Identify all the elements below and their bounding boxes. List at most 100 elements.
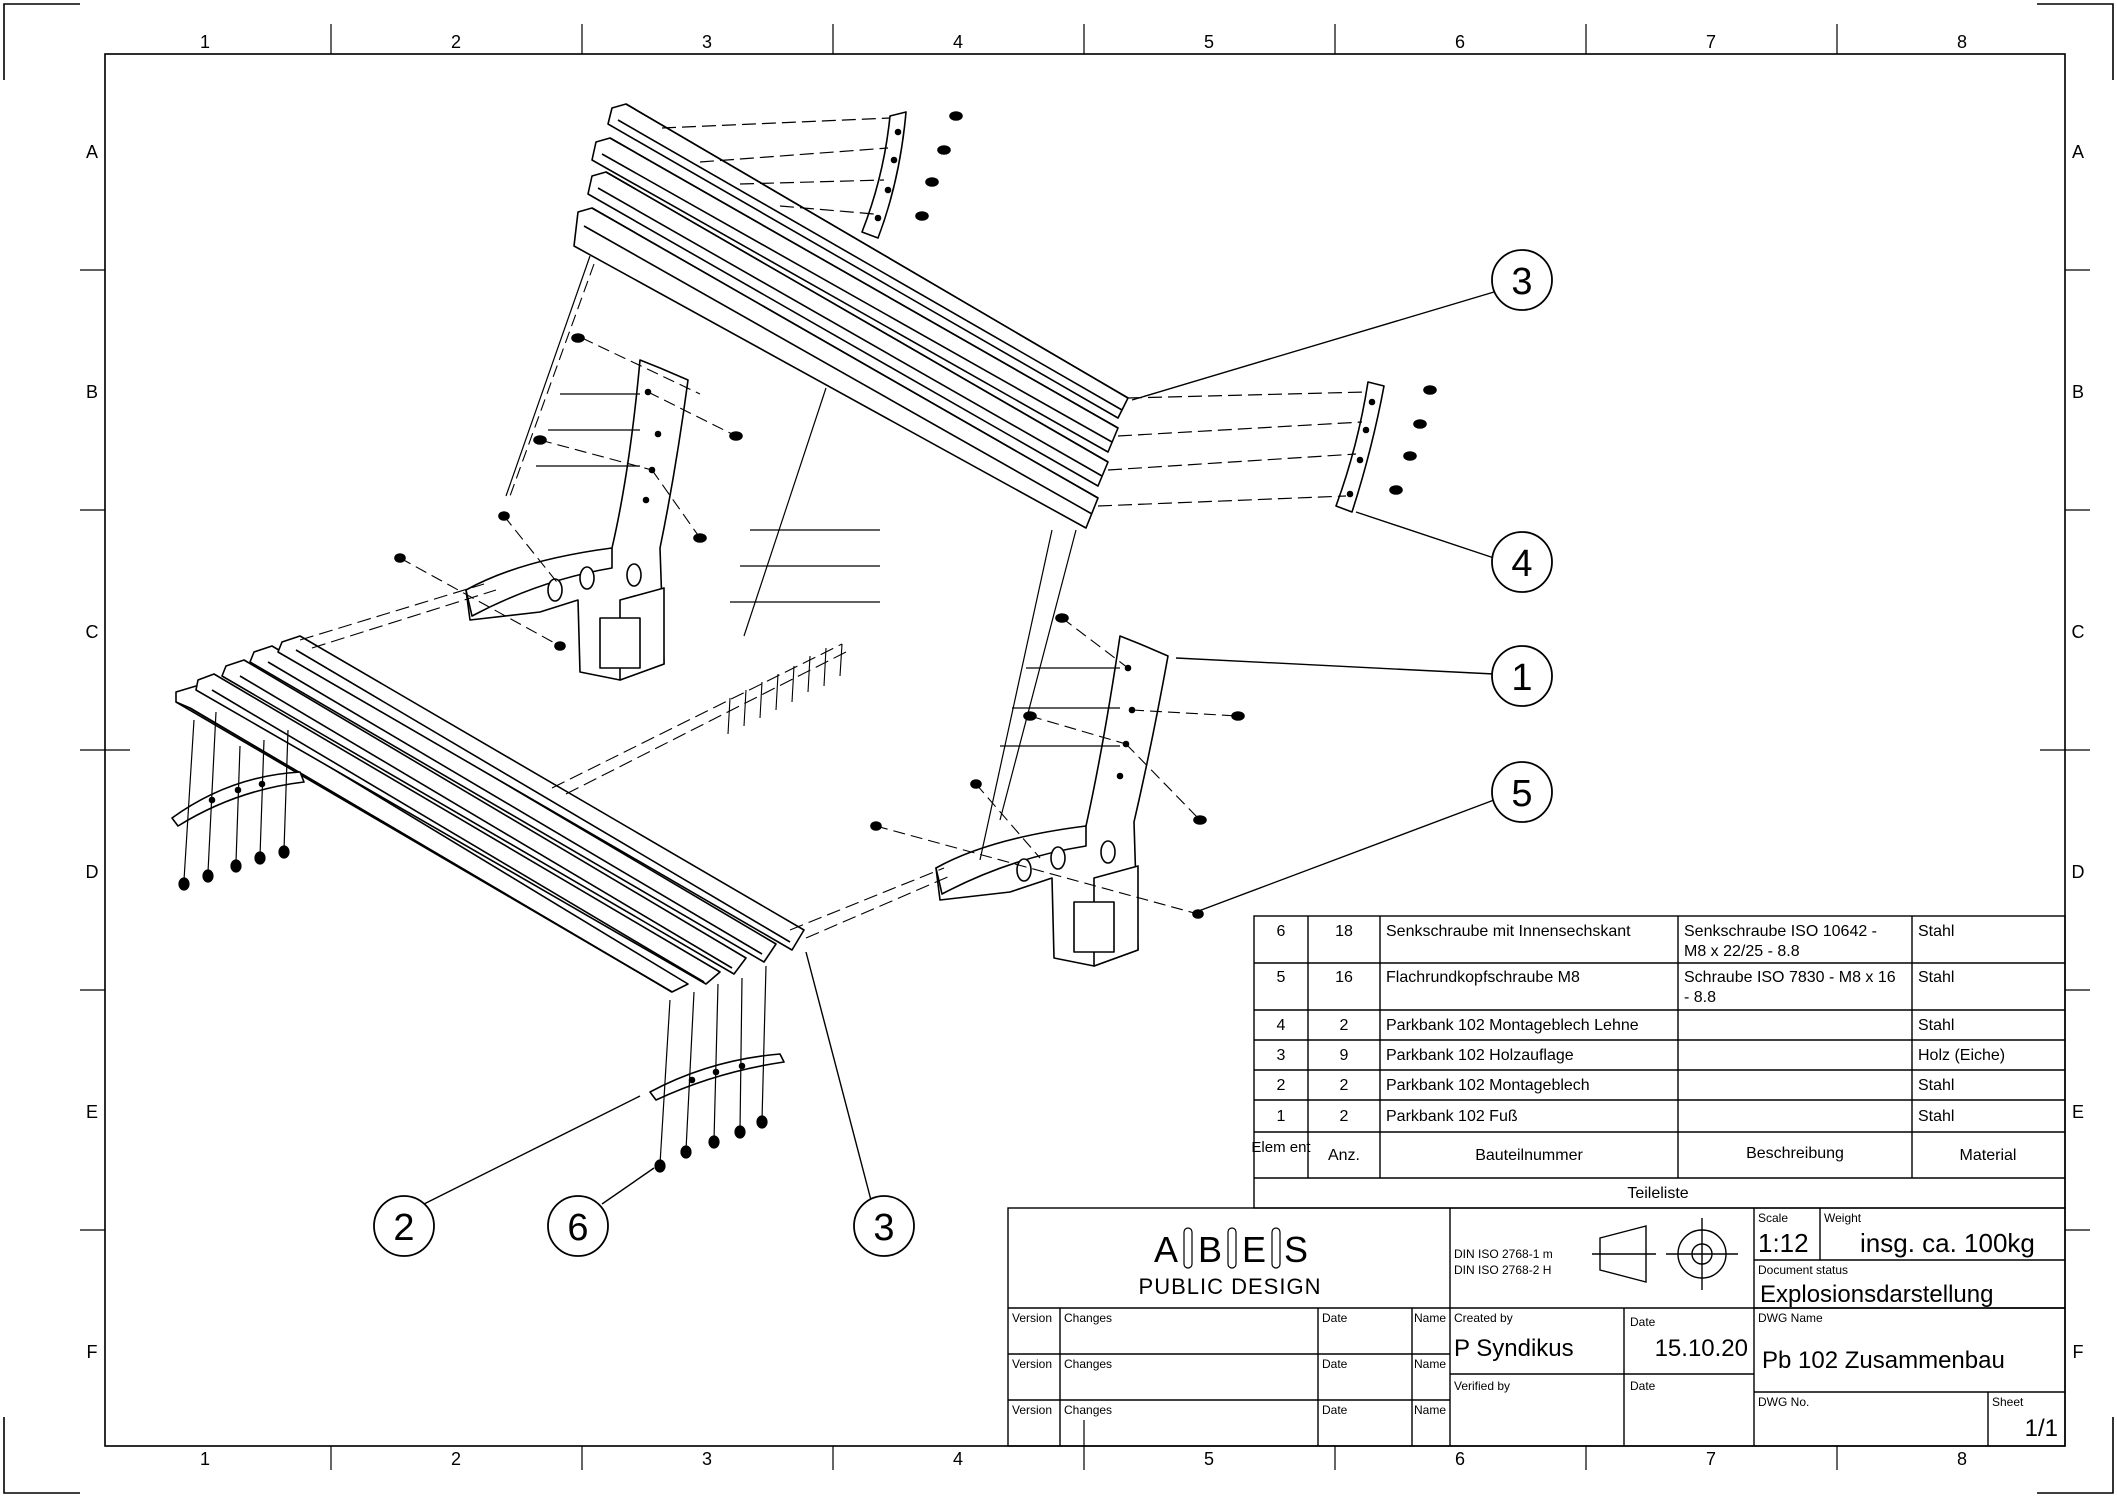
zone-col-8-top: 8 [1957,32,1967,52]
parts-row-5-material: Stahl [1918,1077,1954,1094]
parts-row-2-anz: 16 [1335,969,1353,986]
changes-label-3: Changes [1064,1403,1112,1417]
logo-subtitle: PUBLIC DESIGN [1139,1274,1322,1299]
verified-date-label: Date [1630,1379,1656,1393]
zone-col-3-bottom: 3 [702,1449,712,1469]
callout-2: 2 [373,1195,435,1257]
created-date-label: Date [1630,1315,1656,1329]
svg-text:1: 1 [1511,657,1532,699]
parts-row-6-anz: 2 [1340,1108,1349,1125]
callout-5: 5 [1491,761,1553,823]
changes-label-1: Changes [1064,1311,1112,1325]
parts-row-1-desc-line2: M8 x 22/25 - 8.8 [1684,943,1800,960]
leg-explode-lines [399,263,1239,915]
zone-row-D-right: D [2072,862,2085,882]
date-label-1: Date [1322,1311,1348,1325]
parts-row-1-anz: 18 [1335,923,1353,940]
created-by-label: Created by [1454,1311,1513,1325]
parts-row-6-part: Parkbank 102 Fuß [1386,1108,1518,1125]
date-label-3: Date [1322,1403,1348,1417]
parts-row-3-part: Parkbank 102 Montageblech Lehne [1386,1017,1639,1034]
zone-col-6-top: 6 [1455,32,1465,52]
parts-row-3-anz: 2 [1340,1017,1349,1034]
weight-label: Weight [1824,1211,1862,1225]
zone-row-A-left: A [86,142,98,162]
status-value: Explosionsdarstellung [1760,1281,1993,1308]
parts-row-6-elem: 1 [1277,1108,1286,1125]
zone-row-E-right: E [2072,1102,2084,1122]
parts-row-5-elem: 2 [1277,1077,1286,1094]
zone-row-C-right: C [2072,622,2085,642]
backrest-explode-lines [661,117,1367,507]
zone-col-2-top: 2 [451,32,461,52]
seat-slats [175,635,805,993]
svg-text:6: 6 [567,1207,588,1249]
parts-row-3-elem: 4 [1277,1017,1286,1034]
name-label-3: Name [1414,1403,1446,1417]
version-label-3: Version [1012,1403,1052,1417]
zone-col-8-bottom: 8 [1957,1449,1967,1469]
weight-value: insg. ca. 100kg [1860,1228,2035,1258]
svg-text:2: 2 [393,1207,414,1249]
dwg-no-label: DWG No. [1758,1395,1809,1409]
parts-header-part: Bauteilnummer [1475,1147,1583,1164]
svg-text:3: 3 [873,1207,894,1249]
parts-list-table: 6 18 Senkschraube mit Innensechskant Sen… [1251,915,2066,1209]
parts-row-5-part: Parkbank 102 Montageblech [1386,1077,1590,1094]
zone-labels: 1 2 3 4 5 6 7 8 1 2 3 4 5 6 7 8 A B C D … [86,32,2085,1469]
callout-6: 6 [547,1195,609,1257]
parts-row-4-part: Parkbank 102 Holzauflage [1386,1047,1574,1064]
parts-row-2-elem: 5 [1277,969,1286,986]
sheet-value: 1/1 [2025,1415,2058,1442]
name-label-2: Name [1414,1357,1446,1371]
dwg-name-label: DWG Name [1758,1311,1823,1325]
parts-row-4-material: Holz (Eiche) [1918,1047,2005,1064]
zone-col-4-bottom: 4 [953,1449,963,1469]
seat-screws [178,711,768,1173]
zone-ticks [80,24,2090,1470]
changes-label-2: Changes [1064,1357,1112,1371]
zone-col-5-bottom: 5 [1204,1449,1214,1469]
zone-row-A-right: A [2072,142,2084,162]
parts-row-6-material: Stahl [1918,1108,1954,1125]
created-date-value: 15.10.20 [1655,1335,1748,1362]
zone-row-D-left: D [86,862,99,882]
callout-leaders [423,291,1495,1205]
crop-marks [3,3,2114,1494]
svg-text:3: 3 [1511,261,1532,303]
zone-col-4-top: 4 [953,32,963,52]
date-label-2: Date [1322,1357,1348,1371]
parts-row-4-elem: 3 [1277,1047,1286,1064]
svg-text:5: 5 [1511,773,1532,815]
parts-row-2-desc-line2: - 8.8 [1684,989,1716,1006]
zone-col-3-top: 3 [702,32,712,52]
scale-value: 1:12 [1758,1228,1809,1258]
name-label-1: Name [1414,1311,1446,1325]
projection-symbol-icon [1592,1218,1738,1290]
parts-row-2-part: Flachrundkopfschraube M8 [1386,969,1580,986]
zone-col-7-bottom: 7 [1706,1449,1716,1469]
parts-row-4-anz: 9 [1340,1047,1349,1064]
zone-row-E-left: E [86,1102,98,1122]
backrest-plate-left [861,111,963,239]
parts-row-3-material: Stahl [1918,1017,1954,1034]
zone-row-B-right: B [2072,382,2084,402]
callout-3-seat: 3 [853,1195,915,1257]
zone-row-B-left: B [86,382,98,402]
logo-letter-s: S [1284,1229,1308,1270]
svg-text:4: 4 [1511,543,1532,585]
parts-row-2-desc-line1: Schraube ISO 7830 - M8 x 16 [1684,969,1896,986]
parts-header-desc: Beschreibung [1746,1145,1844,1162]
backrest-plate-right [1335,381,1437,513]
dwg-name-value: Pb 102 Zusammenbau [1762,1347,2005,1374]
logo-letter-a: A [1154,1229,1178,1270]
standard-2768-2: DIN ISO 2768-2 H [1454,1263,1551,1277]
zone-col-1-bottom: 1 [200,1449,210,1469]
parts-row-1-material: Stahl [1918,923,1954,940]
callout-3-backrest: 3 [1491,249,1553,311]
abes-logo: A B E S PUBLIC DESIGN [1139,1227,1322,1299]
exploded-bench-drawing [171,103,1495,1205]
version-label-1: Version [1012,1311,1052,1325]
parts-list-caption: Teileliste [1627,1185,1688,1202]
parts-row-5-anz: 2 [1340,1077,1349,1094]
